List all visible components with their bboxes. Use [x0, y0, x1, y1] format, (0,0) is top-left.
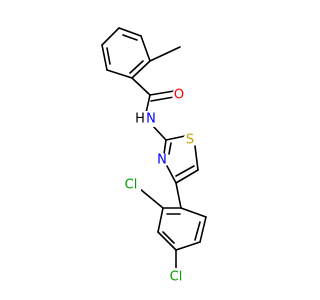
label-background [134, 111, 158, 127]
bond [150, 96, 175, 102]
bond [122, 34, 138, 41]
bond [118, 27, 142, 37]
thiazole-nitrogen-label: N [157, 153, 167, 168]
bond [194, 221, 201, 241]
bond [151, 124, 167, 141]
bond [157, 207, 164, 233]
bond [165, 135, 186, 141]
bond [162, 231, 175, 244]
bond [101, 44, 108, 71]
molecule-drawing: O H N S N Cl Cl [101, 27, 207, 285]
bond [166, 165, 177, 184]
bond [131, 60, 151, 79]
bond [175, 182, 182, 209]
label-background [166, 268, 186, 284]
bond [175, 241, 201, 251]
atom-labels: O H N S N Cl Cl [121, 88, 197, 285]
bond [157, 231, 177, 251]
amide-hydrogen-label: H [135, 112, 145, 127]
label-background [183, 133, 197, 147]
bond [175, 169, 199, 184]
bond [163, 139, 167, 155]
bond [131, 77, 151, 96]
bond [175, 165, 195, 177]
label-background [155, 153, 169, 167]
structure-diagram: O H N S N Cl Cl [101, 27, 207, 285]
ortho-chlorine-label: Cl [125, 178, 138, 193]
amide-nitrogen-label: N [146, 112, 156, 127]
bond [139, 188, 164, 209]
oxygen-label: O [174, 88, 184, 103]
bond [199, 216, 207, 243]
bond [168, 142, 172, 155]
bond [149, 46, 181, 62]
sulfur-label: S [186, 133, 194, 148]
bond [101, 27, 120, 46]
bond [145, 94, 151, 114]
bond [194, 145, 199, 171]
bond [180, 207, 207, 218]
label-background [121, 177, 141, 193]
bond [106, 47, 111, 65]
bond [149, 90, 175, 96]
bonds [101, 27, 207, 269]
para-chlorine-label: Cl [170, 270, 183, 285]
bond [106, 69, 133, 79]
bond [140, 35, 151, 62]
bond [129, 60, 144, 74]
label-background [172, 88, 186, 102]
